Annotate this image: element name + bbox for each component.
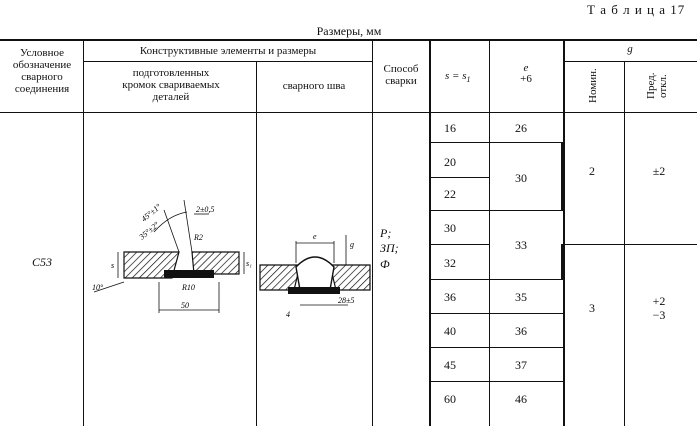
label-r: R2 <box>193 233 203 242</box>
table-cell: 32 <box>444 256 456 270</box>
label-angle2: 10° <box>92 283 104 292</box>
table-cell: 30 <box>515 171 527 185</box>
label-weld-g: g <box>350 240 354 249</box>
table-cell: 40 <box>444 324 456 338</box>
table-cell: 36 <box>444 290 456 304</box>
label-r10: R10 <box>181 283 195 292</box>
header-elements: Конструктивные элементы и размеры <box>139 45 317 57</box>
label-bevel: 35°±2° <box>137 219 162 242</box>
header-s: s = s1 <box>445 70 471 85</box>
weld-drawing: e g 4 28±5 <box>259 232 371 319</box>
header-g-dev: Пред. откл. <box>645 72 669 100</box>
table-cell: 35 <box>515 290 527 304</box>
table-cell: +2 <box>652 294 666 308</box>
dimensions-caption: Размеры, мм <box>316 24 382 38</box>
table-cell: ±2 <box>652 164 666 178</box>
table-cell: 37 <box>515 358 527 372</box>
label-weld-len: 28±5 <box>338 296 354 305</box>
table-cell: 16 <box>444 121 456 135</box>
table-cell: 33 <box>515 238 527 252</box>
table-cell: 30 <box>444 221 456 235</box>
table-cell: 36 <box>515 324 527 338</box>
label-s1: s₁ <box>246 259 252 268</box>
header-g: g <box>627 43 633 55</box>
header-weld: сварного шва <box>282 80 346 92</box>
header-g-nom: Номин. <box>587 68 599 104</box>
table-cell: 3 <box>589 301 595 315</box>
table-cell: −3 <box>652 308 666 322</box>
table-cell: 45 <box>444 358 456 372</box>
prepared-edges-drawing: 10° s s₁ R10 50 2±0,5 R2 45°±1° 35°±2° <box>92 199 252 313</box>
label-weld-4: 4 <box>286 310 290 319</box>
table-cell: 26 <box>515 121 527 135</box>
label-s: s <box>111 261 114 270</box>
table-cell: 60 <box>444 392 456 406</box>
label-weld-e: e <box>313 232 317 241</box>
label-gap-top: 2±0,5 <box>196 205 214 214</box>
table-label: Т а б л и ц а 17 <box>587 2 686 17</box>
table-cell: 22 <box>444 187 456 201</box>
label-len50: 50 <box>181 301 189 310</box>
table-cell: 46 <box>515 392 527 406</box>
joint-symbol: С53 <box>31 255 53 269</box>
label-angle: 45°±1° <box>140 201 164 223</box>
table-cell: 2 <box>589 164 595 178</box>
table-cell: 20 <box>444 155 456 169</box>
